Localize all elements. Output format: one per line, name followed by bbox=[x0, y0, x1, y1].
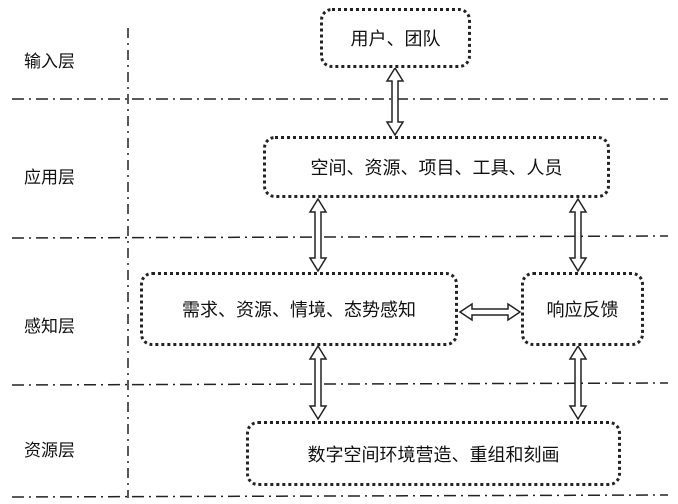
layer-label-resource: 资源层 bbox=[24, 441, 75, 461]
layer-separator-3 bbox=[11, 382, 669, 386]
layer-label-input: 输入层 bbox=[24, 52, 75, 72]
arrow-perception-feedback bbox=[458, 302, 522, 322]
users-box: 用户、团队 bbox=[320, 8, 471, 68]
feedback-box: 响应反馈 bbox=[521, 272, 644, 346]
arrow-users-application bbox=[385, 66, 405, 137]
layer-label-perception: 感知层 bbox=[24, 317, 75, 337]
perception-box: 需求、资源、情境、态势感知 bbox=[140, 272, 458, 346]
layer-separator-2 bbox=[11, 235, 669, 239]
application-box: 空间、资源、项目、工具、人员 bbox=[263, 136, 610, 198]
resource-box: 数字空间环境营造、重组和刻画 bbox=[246, 421, 621, 486]
arrow-feedback-resource bbox=[568, 344, 588, 421]
arrow-application-feedback bbox=[568, 197, 588, 273]
arrow-application-perception bbox=[308, 197, 328, 273]
arrow-perception-resource bbox=[308, 344, 328, 421]
layer-label-application: 应用层 bbox=[24, 168, 75, 188]
layer-separator-4 bbox=[11, 494, 669, 498]
